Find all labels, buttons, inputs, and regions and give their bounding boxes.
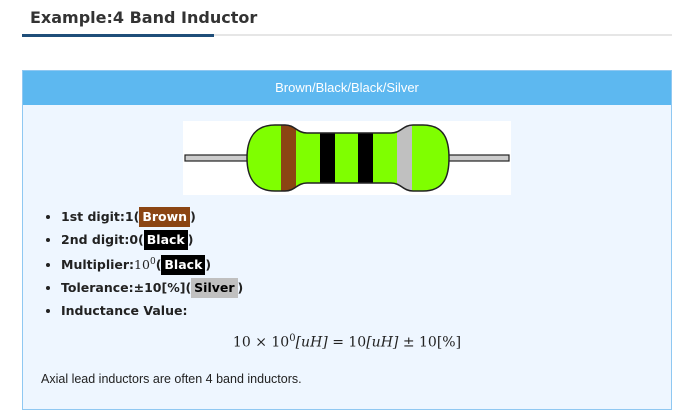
right-lead [444,154,510,162]
black-badge-digit: Black [143,230,188,250]
second-digit-label: 2nd digit: [61,232,130,247]
inductor-body [247,125,449,191]
formula-exponent: 0 [289,333,296,344]
formula-base: 10 [271,334,290,351]
multiplier-label: Multiplier: [61,257,135,273]
formula-result: 10 [348,334,367,351]
formula-tolerance-unit: [%] [436,334,462,351]
spec-second-digit: 2nd digit:0(Black) [61,228,243,251]
formula-tolerance: 10 [419,334,437,351]
tolerance-value: ±10[%] [133,280,186,296]
formula-plus-minus: ± [402,334,415,351]
inductance-label: Inductance Value: [61,303,188,319]
tolerance-label: Tolerance: [61,280,134,296]
band-4-silver [397,125,412,191]
first-digit-value: 1 [124,209,134,224]
band-3-black [358,125,373,191]
title-accent-bar [22,34,214,37]
inductance-formula: 10 × 100[uH] = 10[uH] ± 10[%] [23,333,671,351]
card-note: Axial lead inductors are often 4 band in… [41,372,302,386]
spec-list: 1st digit:1(Brown) 2nd digit:0(Black) Mu… [39,205,243,322]
multiplier-base: 10 [134,257,150,273]
silver-badge: Silver [191,278,238,299]
first-digit-label: 1st digit: [61,209,125,224]
second-digit-value: 0 [129,232,139,247]
band-2-black [320,125,335,191]
formula-times: × [255,334,267,351]
inductor-diagram [183,121,511,195]
spec-multiplier: Multiplier:100(Black) [61,251,243,276]
formula-coefficient: 10 [232,334,251,351]
spec-first-digit: 1st digit:1(Brown) [61,205,243,228]
brown-badge: Brown [139,207,191,227]
spec-inductance-value: Inductance Value: [61,299,243,322]
example-card: Brown/Black/Black/Silver 1st digit:1(Bro… [22,70,672,410]
page-title: Example:4 Band Inductor [30,8,258,27]
spec-tolerance: Tolerance:±10[%](Silver) [61,276,243,299]
formula-unit-1: [uH] [295,334,328,351]
multiplier-exponent: 0 [149,257,156,267]
inductor-outline [246,124,450,192]
left-lead [184,154,252,162]
card-header: Brown/Black/Black/Silver [23,71,671,105]
formula-unit-2: [uH] [366,334,399,351]
formula-equals: = [332,334,344,351]
band-1-brown [281,125,296,191]
black-badge-multiplier: Black [161,255,206,276]
title-divider [22,34,672,36]
inductor-svg [184,124,510,192]
